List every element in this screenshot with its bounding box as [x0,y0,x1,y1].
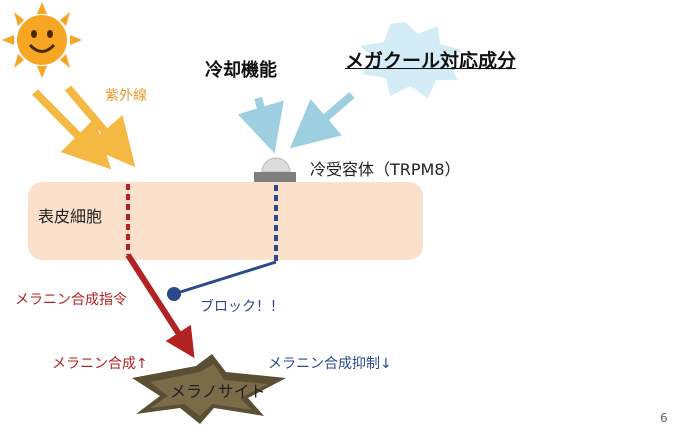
melanin-command-arrow [125,253,195,359]
block-label: ブロック！！ [200,299,284,315]
smiling-sun-icon [2,2,82,78]
melanocyte-label: メラノサイト [170,382,266,401]
uv-arrow [64,85,136,168]
cold-receptor [254,157,296,182]
uv-label: 紫外線 [105,88,147,104]
melanin-synthesis-up-label: メラニン合成↑ [52,356,148,372]
starburst-icon [360,22,462,98]
page-number: 6 [660,411,668,425]
melanin-synthesis-down-label: メラニン合成抑制↓ [268,356,392,372]
block-endpoint [167,287,181,301]
epidermis-label: 表皮細胞 [38,207,103,226]
cold-receptor-label: 冷受容体（TRPM8） [310,160,461,179]
epidermis-cell [28,182,423,260]
melanin-command-label: メラニン合成指令 [15,292,127,308]
block-line [173,260,277,296]
cooling-arrow [289,91,355,149]
cooling-function-label: 冷却機能 [205,60,277,81]
uv-arrow [32,89,112,170]
melanocyte-highlight [150,364,268,416]
cooling-arrow [237,96,284,154]
mega-cool-ingredient-label: メガクール対応成分 [345,50,517,72]
